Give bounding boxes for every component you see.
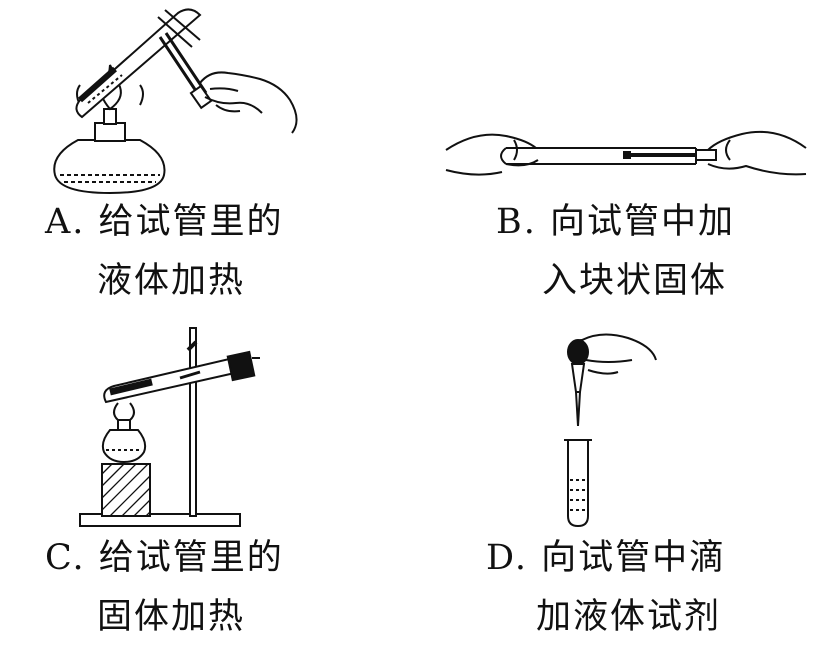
caption-c-line2: 固体加热 [97, 591, 245, 643]
hand-holding-holder [200, 72, 297, 133]
caption-a-line2: 液体加热 [97, 255, 245, 307]
caption-d-line2: 加液体试剂 [536, 591, 721, 643]
panel-c: C. 给试管里的 固体加热 [0, 320, 416, 649]
adding-solid-illustration [446, 120, 806, 190]
heating-liquid-illustration [40, 5, 310, 200]
dropper [568, 340, 588, 426]
test-tube-tilted [76, 9, 200, 117]
panel-d: D. 向试管中滴 加液体试剂 [416, 320, 833, 649]
panel-b: B. 向试管中加 入块状固体 [416, 0, 833, 320]
caption-a-line1: A. 给试管里的 [45, 196, 284, 248]
tweezers [624, 150, 716, 160]
test-tube-on-stand [104, 352, 260, 402]
caption-b-line2: 入块状固体 [542, 255, 727, 307]
right-hand [708, 132, 806, 174]
caption-d-line1: D. 向试管中滴 [486, 532, 726, 584]
panel-a: A. 给试管里的 液体加热 [0, 0, 416, 320]
heating-solid-illustration [80, 328, 260, 530]
alcohol-lamp-on-block [102, 403, 150, 516]
left-hand [446, 135, 538, 175]
test-tube-upright [564, 440, 592, 526]
dropping-liquid-illustration [556, 330, 666, 530]
caption-c-line1: C. 给试管里的 [45, 532, 284, 584]
caption-b-line1: B. 向试管中加 [496, 196, 735, 248]
